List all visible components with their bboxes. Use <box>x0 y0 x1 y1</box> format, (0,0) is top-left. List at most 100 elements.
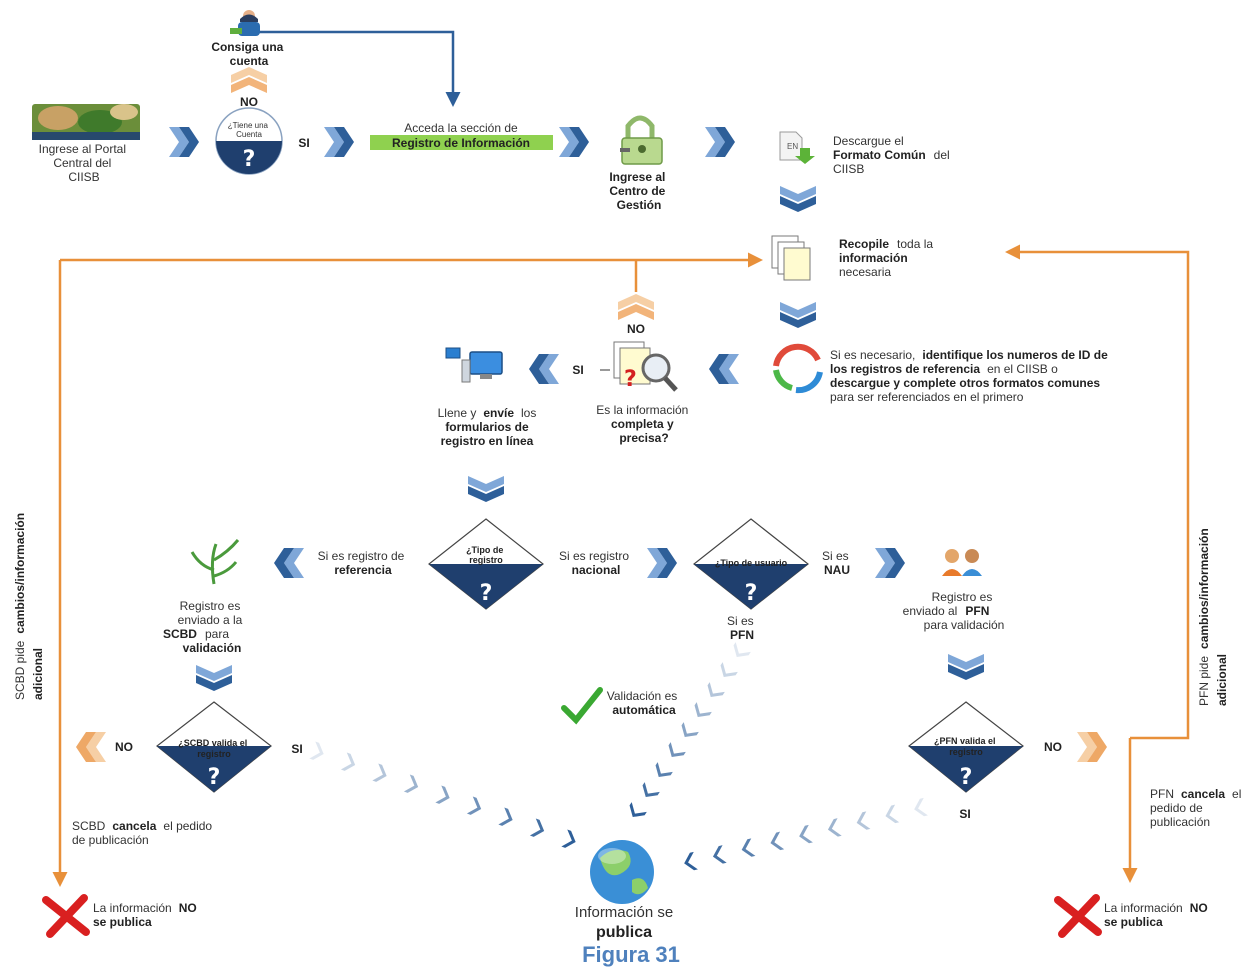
blue-chevrons-down-icon <box>948 654 984 680</box>
step-collect-line3: necesaria <box>839 265 891 279</box>
published-line2: publica <box>596 924 652 941</box>
trail-chevron-icon <box>770 831 785 851</box>
blue-chevrons-left-icon <box>529 354 559 384</box>
trail-chevron-icon <box>914 797 928 817</box>
step-download-line3: CIISB <box>833 162 864 176</box>
side-right-line2: adicional <box>1215 654 1229 706</box>
decision-type-right-label: Si es registro nacional <box>559 547 633 577</box>
svg-text:EN: EN <box>787 142 798 151</box>
decision-pfn-yes-label: SI <box>959 807 970 821</box>
decision-complete-label: Es la información completa y precisa? <box>596 403 691 445</box>
trail-chevron-icon <box>720 662 738 678</box>
connector-lines <box>52 30 1190 887</box>
decision-scbd-yes-label: SI <box>291 742 302 756</box>
decision-user-right-label: Si es NAU <box>822 549 852 577</box>
blue-chevrons-right-icon <box>324 127 354 157</box>
svg-text:?: ? <box>624 367 637 392</box>
red-x-icon <box>42 894 90 938</box>
cancel-pfn-line2: pedido de <box>1150 801 1203 815</box>
trail-chevron-icon <box>885 804 900 824</box>
step-scbd-sent-label: Registro es enviado a la SCBD para valid… <box>163 597 246 655</box>
red-x-icon <box>1054 894 1102 938</box>
svg-text:¿Tipo de registro: ¿Tipo de registro <box>466 545 506 565</box>
step-identify-line4: para ser referenciados en el primero <box>830 390 1024 404</box>
trail-chevron-icon <box>856 811 871 830</box>
chevron-trails <box>309 642 928 871</box>
cancel-scbd-line2: de publicación <box>72 833 149 847</box>
section-highlight <box>370 135 553 150</box>
decision-account: ¿Tiene una Cuenta ? <box>215 107 283 175</box>
trail-chevron-icon <box>561 829 576 848</box>
blue-chevrons-right-icon <box>169 127 199 157</box>
orange-chevrons-up-icon <box>231 67 267 93</box>
trail-chevron-icon <box>642 782 660 798</box>
side-right-line1: PFN pide cambios/información <box>1195 528 1212 706</box>
svg-text:?: ? <box>480 581 493 606</box>
trail-chevron-icon <box>498 807 513 826</box>
svg-text:?: ? <box>208 765 221 790</box>
svg-text:¿PFN valida el registro: ¿PFN valida el registro <box>934 736 998 757</box>
step-identify-line2: los registros de referencia en el CIISB … <box>830 360 1058 377</box>
orange-chevrons-right-icon <box>1077 732 1107 762</box>
blue-chevrons-down-icon <box>196 665 232 691</box>
trail-chevron-icon <box>309 741 324 760</box>
blue-chevrons-left-icon <box>274 548 304 578</box>
step-pfn-sent-label: Registro es enviado al PFN para validaci… <box>903 588 1005 632</box>
portal-photo <box>32 104 140 140</box>
trail-chevron-icon <box>712 845 727 864</box>
step-forms-line3: registro en línea <box>441 434 534 448</box>
svg-text:?: ? <box>745 581 758 606</box>
documents-icon <box>771 235 811 281</box>
step-collect-line1: Recopile toda la <box>839 235 933 252</box>
decision-account-no-label: NO <box>240 95 258 109</box>
cancel-scbd-line1: SCBD cancela el pedido <box>72 817 212 834</box>
trail-chevron-icon <box>684 851 698 871</box>
plant-icon <box>190 539 240 585</box>
checkmark-icon <box>561 687 603 725</box>
not-published-right-line2: se publica <box>1104 915 1163 929</box>
svg-text:¿Tipo de usuario: ¿Tipo de usuario <box>715 558 788 568</box>
orange-chevrons-left-icon <box>76 732 106 762</box>
step-forms-line2: formularios de <box>445 420 529 434</box>
decision-scbd: ¿SCBD valida el registro ? <box>156 701 272 793</box>
decision-user-down-label: Si es PFN <box>727 614 757 642</box>
step-section-line2: Registro de Información <box>392 136 530 150</box>
cancel-pfn-line3: publicación <box>1150 815 1210 829</box>
blue-chevrons-down-icon <box>780 186 816 212</box>
trail-chevron-icon <box>733 642 751 658</box>
decision-complete-yes-label: SI <box>572 363 583 377</box>
decision-user-type: ¿Tipo de usuario ? <box>693 518 809 610</box>
trail-chevron-icon <box>340 752 356 771</box>
document-search-icon: ? <box>613 341 678 392</box>
sync-arrows-icon <box>773 343 823 394</box>
svg-text:¿Tiene una Cuenta: ¿Tiene una Cuenta <box>228 121 270 139</box>
svg-text:?: ? <box>243 147 256 172</box>
trail-chevron-icon <box>403 774 419 793</box>
decision-scbd-no-label: NO <box>115 740 133 754</box>
decision-type-left-label: Si es registro de referencia <box>318 547 409 577</box>
trail-chevron-icon <box>655 762 673 778</box>
person-icon <box>230 10 260 36</box>
orange-chevrons-up-icon <box>618 294 654 320</box>
trail-chevron-icon <box>466 796 482 815</box>
auto-validation-label: Validación es automática <box>607 687 682 717</box>
decision-type-registro: ¿Tipo de registro ? <box>428 518 544 610</box>
step-download-line2: Formato Común del <box>833 146 950 163</box>
not-published-left-line2: se publica <box>93 915 152 929</box>
not-published-right-line1: La información NO <box>1104 899 1208 916</box>
trail-chevron-icon <box>629 802 647 818</box>
blue-chevrons-right-icon <box>705 127 735 157</box>
globe-icon <box>590 840 654 904</box>
decision-pfn: ¿PFN valida el registro ? <box>908 701 1024 793</box>
not-published-left-line1: La información NO <box>93 899 197 916</box>
blue-chevrons-left-icon <box>709 354 739 384</box>
side-left-line1: SCBD pide cambios/información <box>11 513 28 700</box>
side-left-line2: adicional <box>31 648 45 700</box>
users-icon <box>942 549 982 576</box>
step-management-label: Ingrese al Centro de Gestión <box>609 170 668 212</box>
svg-text:?: ? <box>960 765 973 790</box>
trail-chevron-icon <box>668 742 686 758</box>
cancel-pfn-line1: PFN cancela el <box>1150 785 1241 802</box>
blue-chevrons-right-icon <box>647 548 677 578</box>
